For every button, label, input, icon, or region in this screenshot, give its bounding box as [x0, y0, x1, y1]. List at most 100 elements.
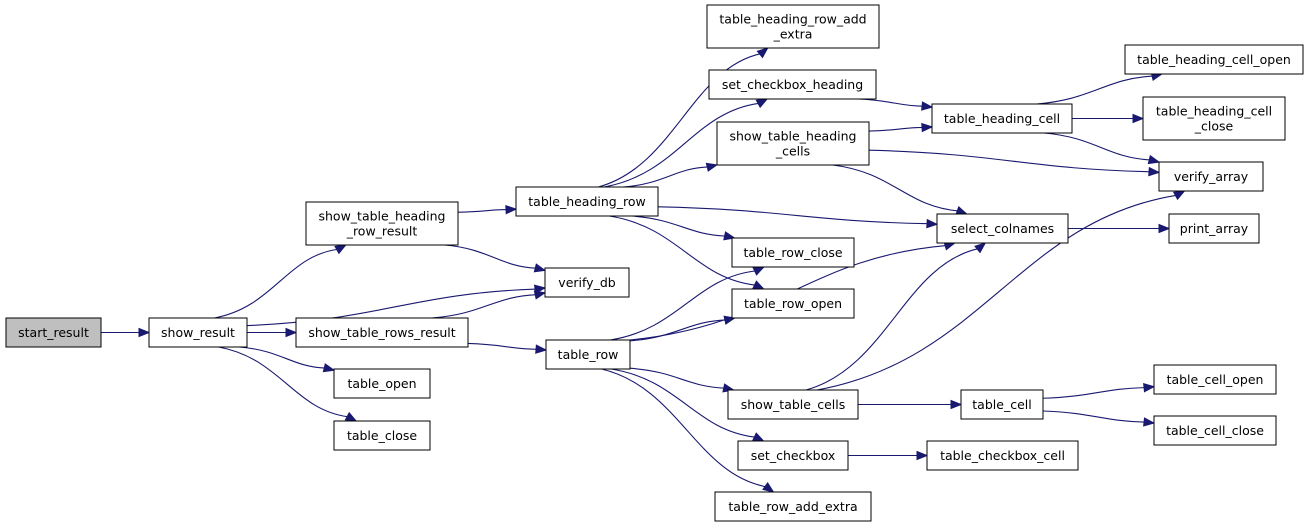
edge-show_table_heading_cells-to-table_heading_cell — [868, 122, 934, 133]
node-verify-array[interactable]: verify_array — [1158, 161, 1264, 192]
edge-line — [467, 342, 538, 350]
edge-line — [868, 126, 924, 132]
node-table-heading-row[interactable]: table_heading_row — [515, 186, 659, 217]
edge-line — [832, 164, 959, 212]
node-select-colnames[interactable]: select_colnames — [936, 213, 1069, 244]
edge-show_table_heading_cells-to-select_colnames — [832, 164, 969, 215]
node-show-table-rows-result[interactable]: show_table_rows_result — [295, 317, 469, 348]
edge-show_result-to-show_table_rows_result — [247, 327, 298, 338]
edge-show_table_rows_result-to-table_row — [467, 342, 548, 354]
node-label: _close — [1194, 119, 1234, 134]
node-label: start_result — [18, 325, 89, 340]
node-label: table_heading_cell_open — [1137, 52, 1291, 67]
node-table-heading-cell[interactable]: table_heading_cell — [931, 103, 1073, 134]
arrowhead-icon — [705, 162, 719, 172]
node-table-close[interactable]: table_close — [333, 420, 431, 451]
node-table-row[interactable]: table_row — [545, 339, 631, 370]
arrowhead-icon — [955, 205, 969, 215]
edge-line — [1042, 410, 1146, 423]
node-label: show_table_rows_result — [308, 325, 455, 340]
node-set-checkbox[interactable]: set_checkbox — [737, 440, 849, 471]
arrowhead-icon — [752, 432, 765, 442]
edge-line — [1036, 75, 1154, 105]
arrowhead-icon — [950, 399, 963, 410]
edge-show_table_heading_row_result-to-verify_db — [444, 244, 547, 273]
node-label: show_table_heading — [318, 209, 445, 224]
edge-show_table_cells-to-verify_array — [816, 190, 1186, 391]
node-table-heading-cell-close[interactable]: table_heading_cell_close — [1142, 96, 1286, 141]
node-show-table-heading-cells[interactable]: show_table_heading_cells — [716, 121, 870, 166]
arrowhead-icon — [916, 450, 929, 461]
edge-line — [598, 53, 761, 188]
node-label: select_colnames — [951, 221, 1054, 236]
arrowhead-icon — [1143, 417, 1156, 427]
node-label: table_row_close — [743, 245, 842, 260]
arrowhead-icon — [756, 47, 769, 59]
arrowhead-icon — [752, 280, 765, 290]
node-label: table_cell — [972, 397, 1031, 412]
edge-table_heading_row-to-show_table_heading_cells — [623, 162, 719, 188]
edge-line — [868, 149, 1151, 173]
edge-show_table_cells-to-select_colnames — [805, 242, 987, 391]
arrowhead-icon — [1147, 154, 1161, 165]
node-show-result[interactable]: show_result — [148, 317, 248, 348]
node-table-open[interactable]: table_open — [333, 368, 431, 399]
edge-line — [610, 270, 756, 341]
edge-line — [609, 215, 756, 286]
node-table-row-add-extra[interactable]: table_row_add_extra — [714, 491, 872, 522]
node-label: table_row_add_extra — [728, 499, 857, 514]
arrowhead-icon — [344, 411, 358, 422]
edge-line — [623, 166, 709, 188]
arrowhead-icon — [926, 218, 939, 229]
edge-line — [1042, 387, 1146, 399]
edge-set_checkbox_heading-to-table_heading_cell — [857, 98, 934, 111]
node-label: _row_result — [346, 224, 418, 239]
node-label: show_table_cells — [741, 397, 846, 412]
arrowhead-icon — [1158, 223, 1171, 234]
node-table-cell[interactable]: table_cell — [960, 389, 1044, 420]
edge-line — [444, 244, 537, 269]
node-label: table_checkbox_cell — [940, 448, 1065, 463]
edge-table_cell-to-table_cell_open — [1042, 383, 1156, 399]
node-label: table_close — [347, 428, 417, 443]
node-show-table-heading-row-result[interactable]: show_table_heading_row_result — [305, 201, 459, 246]
node-table-checkbox-cell[interactable]: table_checkbox_cell — [926, 440, 1079, 471]
edge-table_cell-to-table_cell_close — [1042, 410, 1156, 427]
edge-start_result-to-show_result — [101, 327, 151, 338]
node-table-cell-close[interactable]: table_cell_close — [1153, 415, 1277, 446]
edge-line — [857, 98, 924, 107]
edge-set_checkbox-to-table_checkbox_cell — [847, 450, 929, 461]
edge-line — [1043, 132, 1151, 161]
node-verify-db[interactable]: verify_db — [544, 267, 630, 298]
edge-show_table_heading_row_result-to-table_heading_row — [457, 204, 518, 215]
node-label: show_result — [161, 325, 235, 340]
edge-table_heading_cell-to-verify_array — [1043, 132, 1161, 165]
node-table-heading-cell-open[interactable]: table_heading_cell_open — [1124, 44, 1304, 75]
edge-line — [246, 288, 537, 327]
edge-line — [431, 294, 537, 319]
node-label: table_row — [558, 347, 619, 362]
edge-line — [457, 209, 508, 213]
arrowhead-icon — [921, 101, 934, 111]
edge-show_result-to-table_open — [239, 346, 336, 373]
node-print-array[interactable]: print_array — [1168, 213, 1260, 244]
nodes-layer: start_result show_result show_table_head… — [5, 4, 1304, 522]
node-set-checkbox-heading[interactable]: set_checkbox_heading — [708, 69, 877, 100]
node-label: table_heading_cell — [944, 111, 1060, 126]
node-label: table_row_open — [744, 296, 842, 311]
arrowhead-icon — [533, 290, 547, 300]
edge-table_row-to-table_row_add_extra — [601, 368, 775, 493]
node-table-cell-open[interactable]: table_cell_open — [1153, 364, 1277, 395]
node-table-row-open[interactable]: table_row_open — [731, 288, 855, 319]
node-table-heading-row-add-extra[interactable]: table_heading_row_add_extra — [706, 4, 880, 49]
node-show-table-cells[interactable]: show_table_cells — [727, 389, 859, 420]
arrowhead-icon — [752, 266, 766, 276]
arrowhead-icon — [762, 482, 775, 493]
edge-show_result-to-show_table_heading_row_result — [214, 244, 347, 319]
edge-show_table_heading_cells-to-verify_array — [868, 149, 1161, 177]
arrowhead-icon — [1172, 190, 1186, 201]
node-table-row-close[interactable]: table_row_close — [731, 237, 855, 268]
node-label: table_cell_close — [1166, 423, 1264, 438]
edge-show_result-to-table_close — [218, 346, 358, 422]
node-start-result[interactable]: start_result — [5, 317, 102, 348]
